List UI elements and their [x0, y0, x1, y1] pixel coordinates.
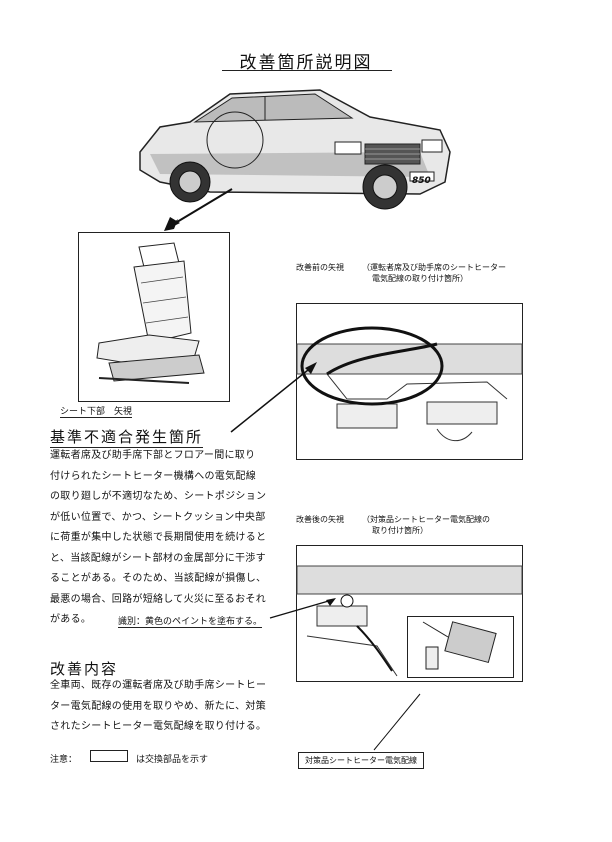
defect-line: 最悪の場合、回路が短絡して火災に至るおそれ — [50, 593, 266, 605]
after-label: 改善後の矢視 — [296, 515, 344, 524]
page-title: 改善箇所説明図 — [239, 53, 373, 73]
defect-arrow — [230, 362, 317, 433]
before-figure-box — [296, 303, 523, 460]
after-wiring-illustration — [296, 565, 523, 677]
fix-heading: 改善内容 — [50, 660, 119, 678]
part-label-leader — [373, 693, 421, 751]
defect-heading: 基準不適合発生箇所 — [50, 428, 204, 448]
identification-note: 識別：黄色のペイントを塗布する。 — [118, 614, 263, 628]
after-note-line1: （対策品シートヒーター電気配線の — [362, 515, 490, 524]
defect-line: 付けられたシートヒーター機構への電気配線 — [50, 470, 256, 482]
before-note-line2: 電気配線の取り付け箇所） — [372, 274, 468, 283]
car-illustration — [139, 89, 451, 210]
fix-line: 全車両、既存の運転者席及び助手席シートヒー — [50, 680, 267, 691]
note-text: は交換部品を示す — [136, 755, 209, 765]
title-underline — [222, 70, 392, 71]
before-wiring-illustration — [296, 326, 523, 442]
fix-description: 全車両、既存の運転者席及び助手席シートヒー ター電気配線の使用を取りやめ、新たに… — [50, 676, 290, 738]
defect-line: が低い位置で、かつ、シートクッション中央部 — [50, 511, 266, 523]
fix-line: されたシートヒーター電気配線を取り付ける。 — [50, 721, 267, 732]
part-label: 対策品シートヒーター電気配線 — [298, 752, 424, 769]
after-detail-inset — [407, 616, 514, 678]
identification-arrow — [269, 598, 336, 619]
defect-line: がある。 — [50, 614, 92, 625]
seat-caption: シート下部 矢視 — [60, 404, 133, 418]
note-label: 注意： — [50, 755, 78, 765]
car-badge: 850 — [412, 176, 431, 186]
defect-line: の取り廻しが不適切なため、シートポジション — [50, 491, 267, 502]
defect-line: 運転者席及び助手席下部とフロアー間に取り — [50, 450, 256, 461]
fix-line: ター電気配線の使用を取りやめ、新たに、対策 — [50, 700, 266, 712]
after-figure-box — [296, 545, 523, 682]
car-to-seat-arrow — [164, 188, 233, 231]
before-note-line1: （運転者席及び助手席のシートヒーター — [362, 263, 506, 272]
defect-description: 運転者席及び助手席下部とフロアー間に取り 付けられたシートヒーター機構への電気配… — [50, 446, 290, 631]
seat-illustration — [96, 242, 205, 384]
detail-part-illustration — [422, 621, 497, 670]
defect-line: と、当該配線がシート部材の金属部分に干渉す — [50, 552, 266, 564]
before-label: 改善前の矢視 — [296, 263, 344, 272]
after-note-line2: 取り付け箇所） — [372, 526, 428, 535]
replacement-part-legend-box — [90, 750, 128, 762]
defect-line: に荷重が集中した状態で長期間使用を続けると — [50, 532, 267, 543]
defect-line: ることがある。そのため、当該配線が損傷し、 — [50, 573, 267, 584]
seat-figure-box — [78, 232, 230, 402]
